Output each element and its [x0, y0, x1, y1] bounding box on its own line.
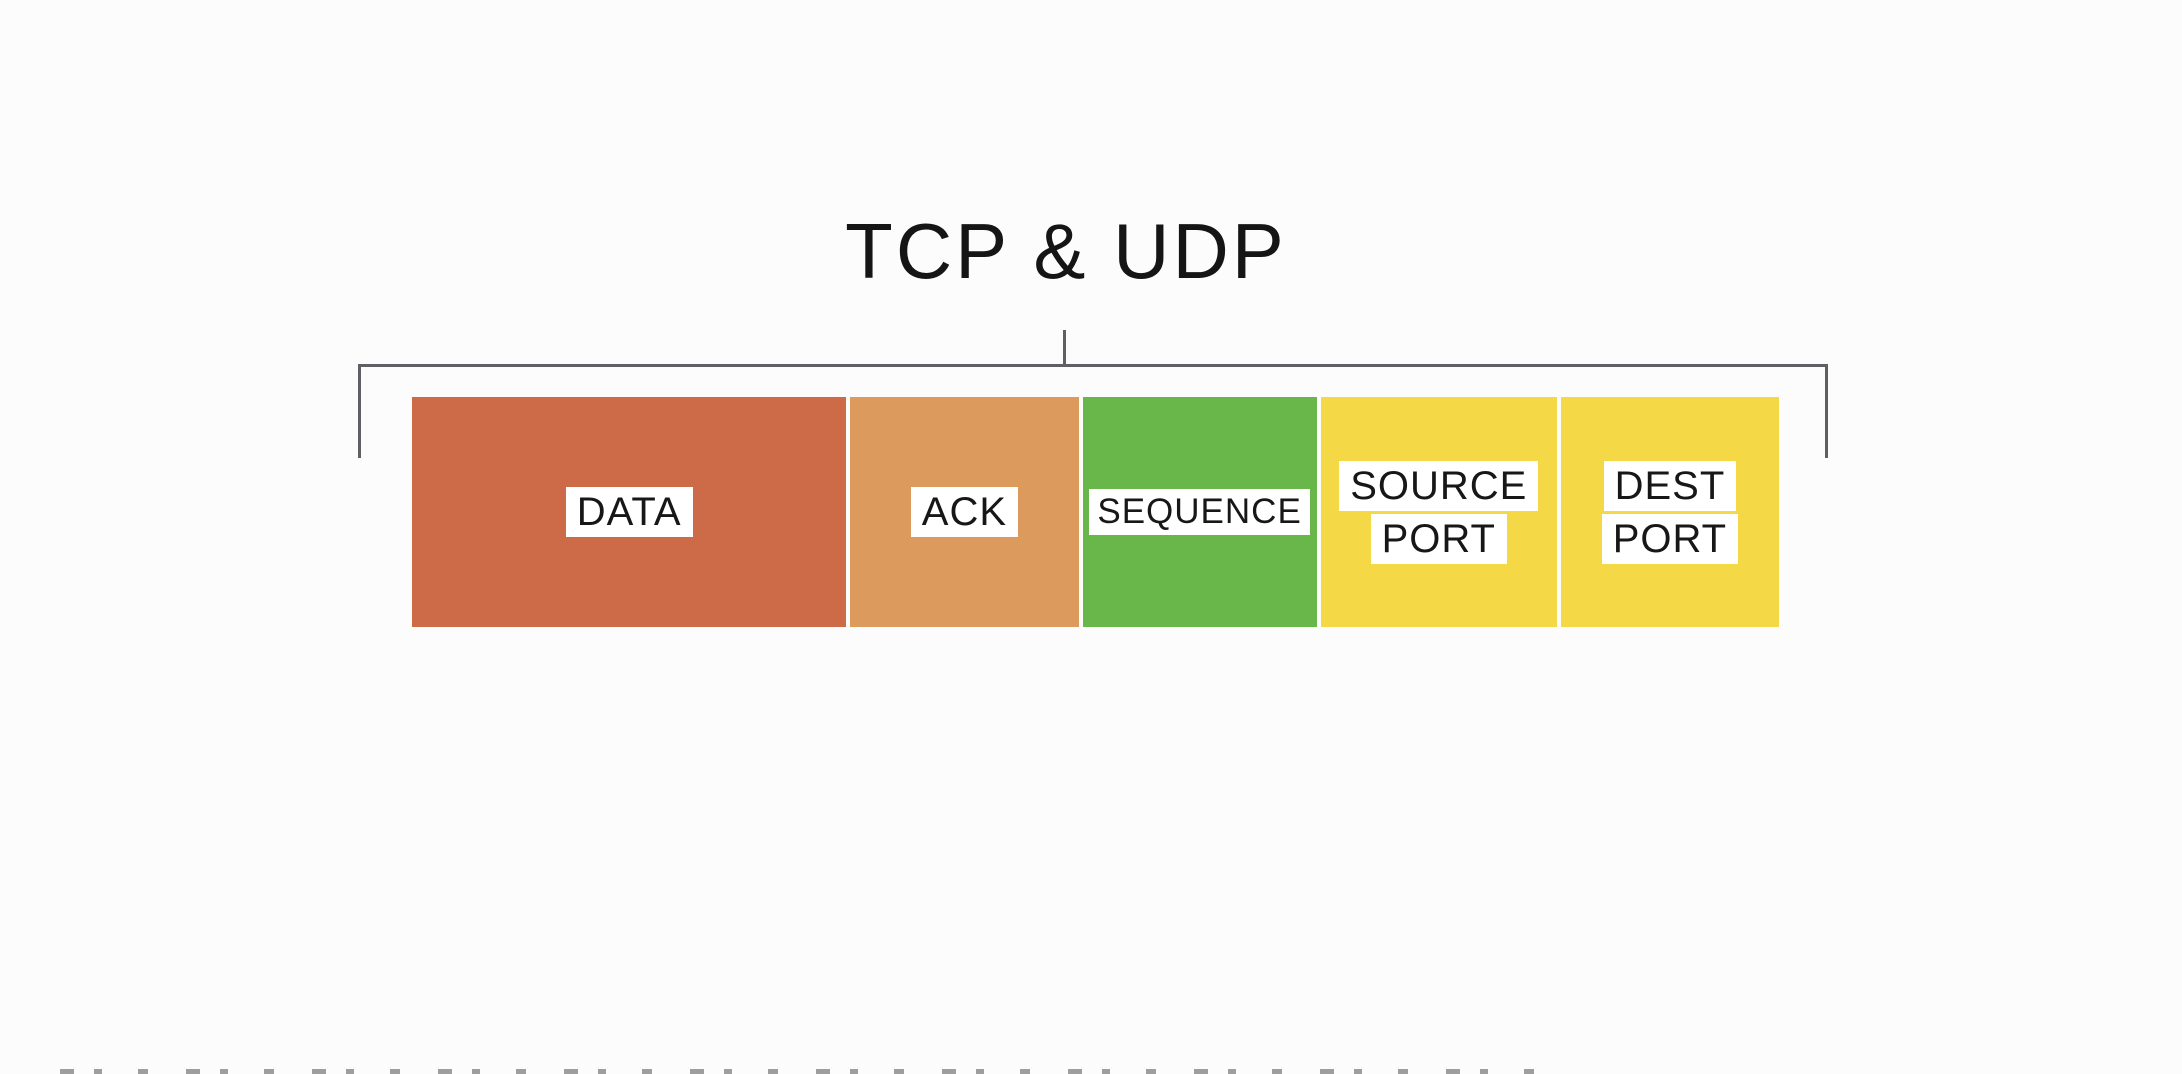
segment-dest-port: DEST PORT: [1560, 397, 1779, 627]
diagram-title: TCP & UDP: [845, 207, 1287, 295]
segment-dest-port-label-line1: DEST: [1603, 460, 1737, 511]
segment-sequence: SEQUENCE: [1082, 397, 1317, 627]
segment-source-port: SOURCE PORT: [1320, 397, 1557, 627]
title-connector-line: [1063, 330, 1066, 366]
segment-data-label: DATA: [565, 487, 693, 537]
segment-source-port-label-line2: PORT: [1370, 513, 1507, 564]
packet-fields-bar: DATA ACK SEQUENCE SOURCE PORT DEST PORT: [412, 397, 1779, 627]
segment-sequence-label: SEQUENCE: [1089, 488, 1310, 536]
segment-data: DATA: [412, 397, 847, 627]
segment-ack-label: ACK: [910, 487, 1019, 537]
segment-ack: ACK: [850, 397, 1079, 627]
grouping-bracket: [358, 364, 1828, 458]
segment-dest-port-label-line2: PORT: [1601, 513, 1739, 564]
segment-source-port-label-line1: SOURCE: [1339, 460, 1539, 511]
cropped-subtitle-artifact: [60, 1069, 1540, 1074]
